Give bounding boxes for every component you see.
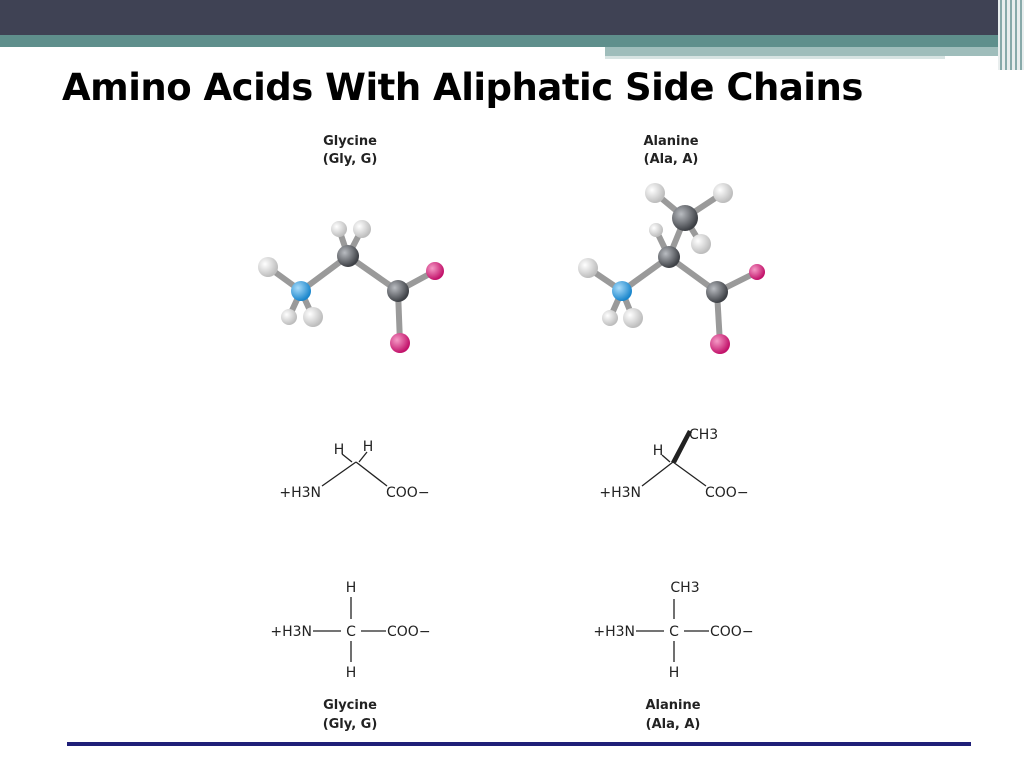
corner-decoration bbox=[998, 0, 1024, 70]
alanine-name-top: Alanine bbox=[643, 134, 698, 149]
glycine-wedge-structure: H H +H3N COO− bbox=[279, 439, 429, 501]
alanine-fischer-bottom: H bbox=[669, 665, 680, 681]
glycine-ball-stick-model bbox=[258, 220, 444, 353]
alanine-wedge-h: H bbox=[653, 443, 664, 459]
accent-band-faint bbox=[605, 56, 945, 59]
glycine-fischer-structure: H +H3N C COO− H bbox=[270, 580, 430, 681]
alanine-ball-stick-model bbox=[578, 183, 765, 354]
bottom-rule bbox=[67, 742, 971, 746]
alanine-abbr-top: (Ala, A) bbox=[644, 152, 699, 167]
slide-title: Amino Acids With Aliphatic Side Chains bbox=[62, 66, 863, 109]
glycine-group: Glycine (Gly, G) bbox=[258, 134, 444, 732]
alanine-wedge-methyl: CH3 bbox=[689, 427, 718, 443]
alanine-abbr-bottom: (Ala, A) bbox=[646, 717, 701, 732]
glycine-name-bottom: Glycine bbox=[323, 698, 377, 713]
alanine-fischer-carboxylate: COO− bbox=[710, 624, 754, 640]
alanine-wedge-amine: +H3N bbox=[599, 485, 641, 501]
glycine-fischer-carboxylate: COO− bbox=[387, 624, 431, 640]
accent-band bbox=[0, 35, 1000, 47]
alanine-name-bottom: Alanine bbox=[645, 698, 700, 713]
glycine-wedge-amine: +H3N bbox=[279, 485, 321, 501]
alanine-group: Alanine (Ala, A) bbox=[578, 134, 765, 732]
glycine-fischer-amine: +H3N bbox=[270, 624, 312, 640]
alanine-fischer-structure: CH3 +H3N C COO− H bbox=[593, 580, 753, 681]
glycine-abbr-top: (Gly, G) bbox=[323, 152, 378, 167]
accent-band-light bbox=[605, 47, 1000, 56]
alanine-fischer-carbon: C bbox=[669, 624, 679, 640]
alanine-wedge-structure: H CH3 +H3N COO− bbox=[599, 427, 748, 501]
glycine-fischer-carbon: C bbox=[346, 624, 356, 640]
glycine-wedge-h2: H bbox=[363, 439, 374, 455]
glycine-name-top: Glycine bbox=[323, 134, 377, 149]
glycine-fischer-top: H bbox=[346, 580, 357, 596]
alanine-fischer-top: CH3 bbox=[670, 580, 699, 596]
glycine-wedge-carboxylate: COO− bbox=[386, 485, 430, 501]
alanine-wedge-carboxylate: COO− bbox=[705, 485, 749, 501]
alanine-fischer-amine: +H3N bbox=[593, 624, 635, 640]
glycine-abbr-bottom: (Gly, G) bbox=[323, 717, 378, 732]
glycine-fischer-bottom: H bbox=[346, 665, 357, 681]
glycine-wedge-h1: H bbox=[334, 442, 345, 458]
top-banner bbox=[0, 0, 1024, 35]
